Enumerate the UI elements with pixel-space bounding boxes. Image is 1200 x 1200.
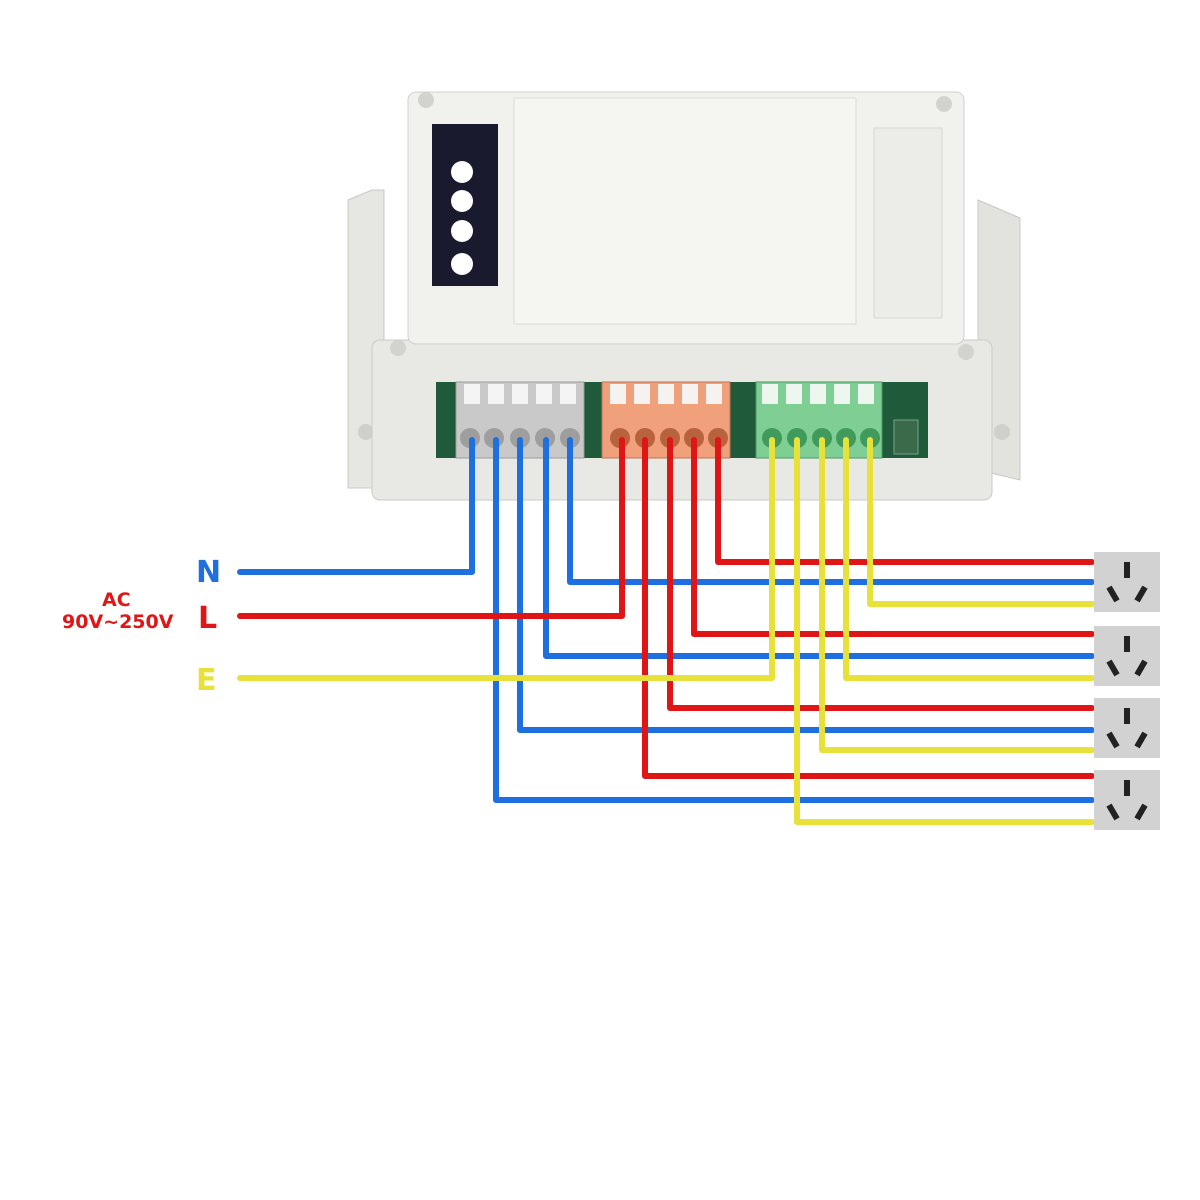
push-button-icon: [451, 161, 473, 275]
power-socket-icon: [1094, 770, 1160, 830]
screw-hole: [390, 340, 406, 356]
neutral-wires: [237, 437, 1095, 803]
earth-wires: [237, 437, 1095, 825]
lid-panel: [513, 97, 857, 325]
neutral-label: N: [196, 555, 221, 590]
live-wire-socket-1: [715, 437, 1095, 565]
earth-input-wire: [237, 437, 775, 681]
live-wire-socket-4: [642, 437, 1095, 779]
neutral-wire-socket-4: [493, 437, 1095, 803]
neutral-input-wire: [237, 437, 475, 575]
live-label: L: [198, 601, 217, 636]
live-input-wire: [237, 437, 625, 619]
pcb-chip: [893, 419, 919, 455]
earth-label: E: [196, 663, 217, 698]
earth-wire-socket-2: [843, 437, 1095, 681]
earth-wire-socket-4: [794, 437, 1095, 825]
live-wire-socket-2: [691, 437, 1095, 637]
screw-hole: [418, 92, 434, 108]
terminal-block-neutral: [455, 381, 585, 459]
lid-vent: [873, 127, 943, 319]
earth-wire-socket-3: [819, 437, 1095, 753]
screw-hole: [958, 344, 974, 360]
power-socket-icon: [1094, 552, 1160, 612]
screw-hole: [936, 96, 952, 112]
live-wires: [237, 437, 1095, 779]
neutral-wire-socket-3: [517, 437, 1095, 733]
flange-hole: [994, 424, 1010, 440]
earth-wire-socket-1: [867, 437, 1095, 607]
live-wire-socket-3: [667, 437, 1095, 711]
neutral-wire-socket-1: [567, 437, 1095, 585]
voltage-label: 90V~250V: [62, 611, 174, 633]
ac-label: AC: [102, 589, 131, 611]
flange-hole: [358, 424, 374, 440]
neutral-wire-socket-2: [543, 437, 1095, 659]
power-socket-icon: [1094, 626, 1160, 686]
power-socket-icon: [1094, 698, 1160, 758]
